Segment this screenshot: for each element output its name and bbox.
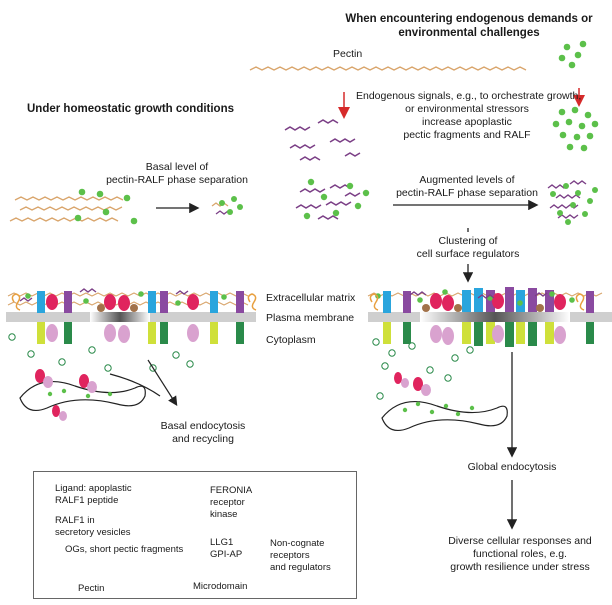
legend-ligand-1: Ligand: apoplastic — [55, 483, 132, 494]
cluster-text-1: Clustering of — [438, 235, 498, 247]
legend-llg1-2: GPI-AP — [210, 549, 243, 560]
legend-vesicle-1: RALF1 in — [55, 515, 95, 526]
pectin-top-label: Pectin — [333, 48, 363, 60]
heading-homeostatic: Under homeostatic growth conditions — [27, 103, 235, 115]
aug-text-1: Augmented levels of — [419, 174, 515, 186]
basal-endo-1: Basal endocytosis — [160, 420, 246, 432]
phase-blob-augmented — [547, 180, 598, 225]
basal-text-2: pectin-RALF phase separation — [106, 174, 248, 186]
heading-challenges-1: When encountering endogenous demands or — [345, 13, 593, 25]
ralf-cluster-top-small — [558, 40, 587, 69]
endo-text-3: increase apoplastic — [422, 116, 512, 128]
legend-noncognate-3: and regulators — [270, 562, 331, 573]
global-endo-label: Global endocytosis — [467, 461, 557, 473]
legend-feronia-3: kinase — [210, 509, 238, 520]
og-and-ralf-right — [295, 178, 370, 220]
basal-endo-2: and recycling — [172, 433, 234, 445]
legend-microdomain: Microdomain — [193, 581, 248, 592]
pectin-strand-top — [249, 66, 527, 71]
endo-text-4: pectic fragments and RALF — [403, 129, 531, 141]
right-membrane-panel — [367, 287, 612, 530]
ecm-label: Extracellular matrix — [266, 292, 356, 304]
legend-noncognate-1: Non-cognate — [270, 538, 325, 549]
legend-ligand-2: RALF1 peptide — [55, 495, 119, 506]
diverse-text-2: functional roles, e.g. — [473, 548, 567, 560]
cluster-text-2: cell surface regulators — [416, 248, 520, 260]
legend-llg1-1: LLG1 — [210, 537, 234, 548]
endo-text-1: Endogenous signals, e.g., to orchestrate… — [356, 90, 582, 102]
ralf-cluster-top-large — [552, 106, 599, 152]
phase-blob-basal — [211, 196, 243, 215]
pm-label: Plasma membrane — [266, 312, 355, 324]
legend-pectin: Pectin — [78, 583, 105, 594]
diverse-text-3: growth resilience under stress — [450, 561, 590, 573]
legend-vesicle-2: secretory vesicles — [55, 527, 131, 538]
legend-ogs: OGs, short pectic fragments — [65, 544, 184, 555]
heading-challenges-2: environmental challenges — [398, 27, 540, 39]
legend-noncognate-2: receptors — [270, 550, 310, 561]
ralf-dots-left — [74, 188, 138, 225]
basal-text-1: Basal level of — [145, 161, 209, 173]
endo-text-2: or environmental stressors — [405, 103, 529, 115]
diverse-text-1: Diverse cellular responses and — [448, 535, 592, 547]
legend-feronia-2: receptor — [210, 497, 245, 508]
aug-text-2: pectin-RALF phase separation — [396, 187, 538, 199]
cyto-label: Cytoplasm — [266, 334, 316, 346]
legend-box — [33, 471, 357, 599]
og-fragments-top — [284, 119, 361, 161]
left-membrane-panel — [6, 288, 257, 421]
legend-feronia-1: FERONIA — [210, 485, 253, 496]
